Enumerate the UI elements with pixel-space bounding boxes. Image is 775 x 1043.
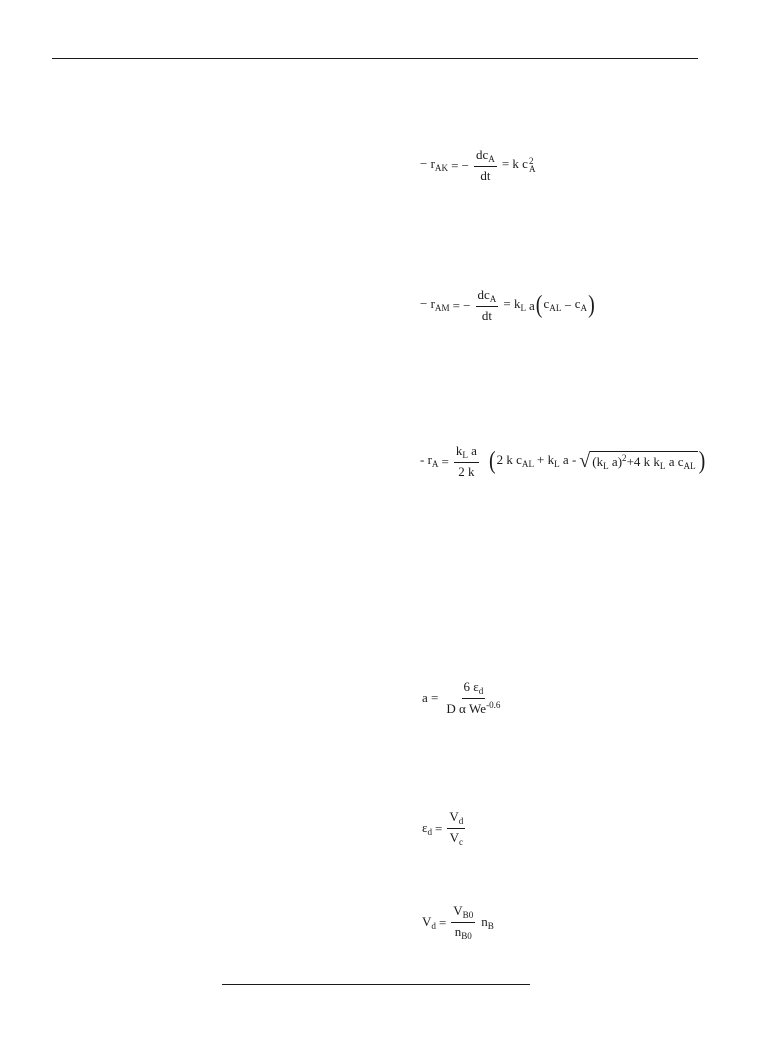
footnote-rule <box>222 984 530 985</box>
equation-6-fraction: VB0 nB0 <box>451 903 476 942</box>
equation-4-fraction: 6 εd D α We-0.6 <box>446 679 501 717</box>
equation-5: εd = Vd Vc <box>422 809 466 848</box>
equation-3-fraction: kL a 2 k <box>453 443 479 480</box>
equation-3: - rA = kL a 2 k ( 2 k cAL + kL a - √ (kL… <box>420 443 706 480</box>
equation-2-fraction: dcA dt <box>475 287 499 324</box>
equation-4: a = 6 εd D α We-0.6 <box>422 679 501 717</box>
header-rule <box>52 58 698 59</box>
equation-6: Vd = VB0 nB0 nB <box>422 903 494 942</box>
equation-5-fraction: Vd Vc <box>447 809 466 848</box>
equation-2: − rAM = − dcA dt = kL a ( cAL − cA ) <box>420 287 595 324</box>
equation-1-fraction: dcA dt <box>473 147 497 184</box>
equation-3-sqrt: √ (kL a)2+4 k kL a cAL <box>579 450 698 472</box>
